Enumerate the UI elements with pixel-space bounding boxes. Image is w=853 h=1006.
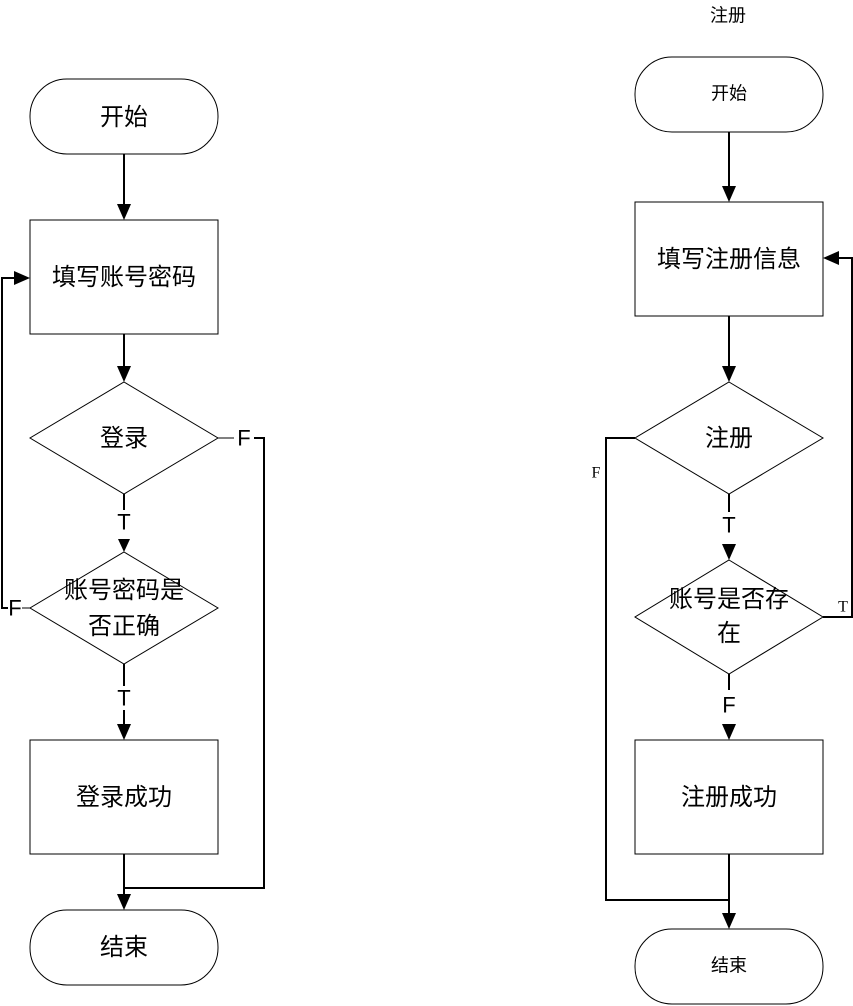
login-success-process: [29, 739, 219, 855]
login-connector-check-false: [1, 277, 15, 609]
arrowhead-icon: [14, 271, 30, 285]
check-false-label: F: [8, 596, 21, 621]
arrowhead-icon: [117, 894, 131, 910]
register-exists-false-label: F: [722, 693, 735, 718]
login-end-label: 结束: [100, 933, 148, 961]
register-exists-label-line2: 在: [717, 619, 741, 647]
register-connector-exists-true: [823, 257, 853, 618]
register-end-label: 结束: [711, 956, 747, 977]
register-connector-false: [605, 437, 729, 901]
login-end-terminator: [29, 909, 219, 986]
register-input-process: [634, 201, 824, 317]
arrowhead-icon: [118, 539, 130, 552]
register-start-label: 开始: [711, 84, 747, 105]
register-exists-diamond: [634, 559, 824, 675]
arrowhead-icon: [722, 913, 736, 929]
arrowhead-icon: [722, 186, 736, 202]
login-decision-label: 登录: [100, 424, 148, 452]
register-true-label: T: [722, 513, 735, 538]
login-true-label: T: [117, 510, 130, 535]
register-exists-true-label: T: [838, 599, 848, 616]
register-exists-label-line1: 账号是否存: [669, 585, 789, 613]
login-connector-false: [124, 437, 265, 889]
register-end-terminator: [634, 928, 824, 1005]
register-false-label: F: [592, 465, 601, 482]
arrowhead-icon: [117, 366, 131, 382]
login-check-diamond: [29, 551, 219, 665]
arrowhead-icon: [117, 204, 131, 220]
login-input-label: 填写账号密码: [52, 263, 196, 291]
register-flowchart: 注册 开始 填写注册信息 注册 F T 账号是否存 在 T F: [592, 6, 853, 1005]
login-false-label: F: [237, 426, 250, 451]
check-true-label: T: [117, 686, 130, 711]
arrowhead-icon: [722, 724, 736, 740]
arrowhead-icon: [722, 366, 736, 382]
login-flowchart: 开始 填写账号密码 登录 T F 账号密码是 否正确 F T: [1, 78, 265, 986]
register-title: 注册: [710, 6, 746, 27]
register-decision-label: 注册: [705, 424, 753, 452]
arrowhead-icon: [117, 724, 131, 740]
login-input-process: [29, 219, 219, 335]
register-success-label: 注册成功: [681, 783, 777, 811]
arrowhead-icon: [722, 544, 736, 560]
login-check-label-line2: 否正确: [88, 612, 160, 640]
arrowhead-icon: [823, 251, 839, 265]
login-success-label: 登录成功: [76, 783, 172, 811]
login-check-label-line1: 账号密码是: [64, 576, 184, 604]
register-input-label: 填写注册信息: [657, 245, 801, 273]
login-start-label: 开始: [100, 103, 148, 131]
register-success-process: [634, 739, 824, 855]
